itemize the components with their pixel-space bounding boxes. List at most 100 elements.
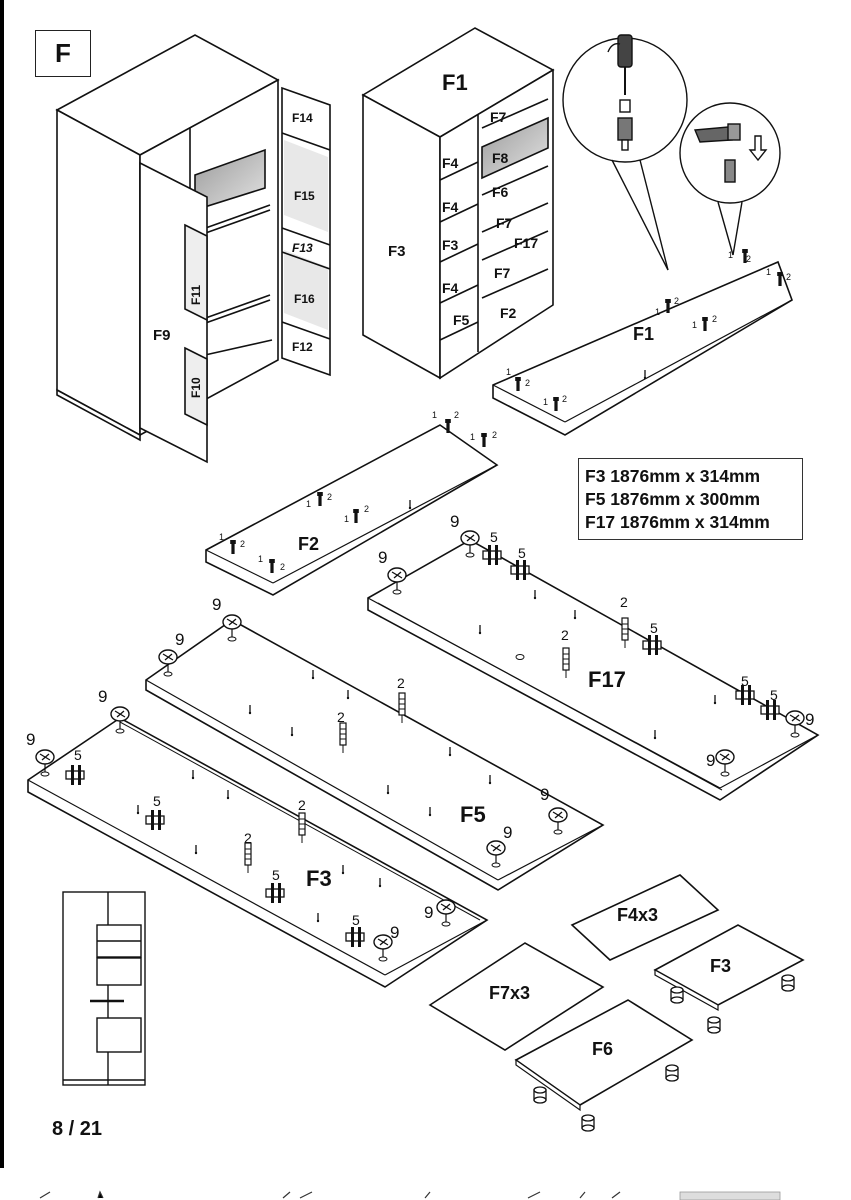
label-f11: F11 xyxy=(189,285,203,305)
panel-f3: F3 xyxy=(27,706,489,988)
label-f6: F6 xyxy=(592,1039,613,1059)
label-f3-panel: F3 xyxy=(306,866,332,891)
label-f8: F8 xyxy=(492,150,509,166)
panel-f6: F6 xyxy=(514,999,694,1132)
label-f7-b: F7 xyxy=(496,215,513,231)
page-number: 8 / 21 xyxy=(52,1118,103,1140)
callout-9: 9 xyxy=(378,548,387,567)
label-f9: F9 xyxy=(153,327,171,344)
callout-9: 9 xyxy=(805,710,814,729)
callout-2: 2 xyxy=(454,410,459,420)
label-f1-panel: F1 xyxy=(633,324,654,344)
panel-f17: F17 xyxy=(367,530,820,801)
callout-1: 1 xyxy=(219,532,224,542)
page-left-border xyxy=(0,0,4,1168)
label-f4-a: F4 xyxy=(442,155,459,171)
label-f12: F12 xyxy=(292,340,313,354)
callout-2: 2 xyxy=(620,594,628,610)
label-f3-cab: F3 xyxy=(442,237,459,253)
callout-2: 2 xyxy=(746,254,751,264)
callout-1: 1 xyxy=(258,554,263,564)
callout-5: 5 xyxy=(770,687,778,703)
label-f14: F14 xyxy=(292,111,313,125)
left-cabinet xyxy=(55,34,331,464)
callout-9: 9 xyxy=(424,903,433,922)
callout-9: 9 xyxy=(540,785,549,804)
callout-2: 2 xyxy=(337,709,345,725)
step-letter: F xyxy=(55,38,71,68)
label-f7-c: F7 xyxy=(494,265,511,281)
label-f6: F6 xyxy=(492,184,509,200)
callout-1: 1 xyxy=(306,499,311,509)
callout-1: 1 xyxy=(543,397,548,407)
label-f13: F13 xyxy=(292,241,313,255)
callout-2: 2 xyxy=(327,492,332,502)
callout-5: 5 xyxy=(153,793,161,809)
panel-f7x3: F7x3 xyxy=(428,942,605,1051)
callout-2: 2 xyxy=(786,272,791,282)
right-cabinet xyxy=(361,27,555,380)
callout-5: 5 xyxy=(650,620,658,636)
callout-2: 2 xyxy=(280,562,285,572)
callout-1: 1 xyxy=(344,514,349,524)
callout-9: 9 xyxy=(390,923,399,942)
finished-cabinet-thumbnail xyxy=(62,891,146,1086)
step-label: F xyxy=(35,30,91,77)
callout-2: 2 xyxy=(561,627,569,643)
callout-2: 2 xyxy=(492,430,497,440)
label-f10: F10 xyxy=(189,377,203,398)
callout-1: 1 xyxy=(692,320,697,330)
label-f2-panel: F2 xyxy=(298,534,319,554)
callout-9: 9 xyxy=(450,512,459,531)
panel-f4x3: F4x3 xyxy=(570,874,720,961)
label-f3-side: F3 xyxy=(388,243,406,260)
label-f3-small: F3 xyxy=(710,956,731,976)
callout-1: 1 xyxy=(432,410,437,420)
label-f4-b: F4 xyxy=(442,199,459,215)
callout-2: 2 xyxy=(712,314,717,324)
hardware-callouts: 1 2 1 2 1 2 1 2 1 2 1 2 1 2 1 2 1 2 1 2 … xyxy=(26,250,814,942)
callout-2: 2 xyxy=(244,830,252,846)
callout-9: 9 xyxy=(26,730,35,749)
callout-5: 5 xyxy=(352,912,360,928)
callout-9: 9 xyxy=(98,687,107,706)
dimensions-table: F3 1876mm x 314mm F5 1876mm x 300mm F17 … xyxy=(578,458,803,540)
callout-2: 2 xyxy=(240,539,245,549)
callout-2: 2 xyxy=(525,378,530,388)
callout-9: 9 xyxy=(503,823,512,842)
callout-9: 9 xyxy=(706,751,715,770)
dimension-row: F3 1876mm x 314mm xyxy=(585,466,761,486)
callout-2: 2 xyxy=(364,504,369,514)
callout-1: 1 xyxy=(728,250,733,260)
panel-f2: F2 xyxy=(205,419,499,596)
callout-1: 1 xyxy=(655,307,660,317)
callout-1: 1 xyxy=(766,267,771,277)
left-cabinet-labels: F14 F15 F13 F16 F12 F11 F10 F9 xyxy=(153,111,315,398)
callout-1: 1 xyxy=(506,367,511,377)
label-f1-top: F1 xyxy=(442,70,468,95)
label-f2-cab: F2 xyxy=(500,305,517,321)
label-f16: F16 xyxy=(294,292,315,306)
callout-2: 2 xyxy=(298,797,306,813)
callout-5: 5 xyxy=(490,529,498,545)
panel-f5: F5 xyxy=(145,614,605,891)
label-f5-panel: F5 xyxy=(460,802,486,827)
bottom-scan-strip xyxy=(39,1190,781,1200)
callout-2: 2 xyxy=(397,675,405,691)
dimension-row: F17 1876mm x 314mm xyxy=(585,512,770,532)
label-f7-a: F7 xyxy=(490,109,507,125)
panel-f3-small: F3 xyxy=(653,924,805,1034)
callout-5: 5 xyxy=(518,545,526,561)
callout-1: 1 xyxy=(470,432,475,442)
label-f7x3: F7x3 xyxy=(489,983,530,1003)
callout-2: 2 xyxy=(562,394,567,404)
detail-circles xyxy=(562,34,781,271)
panel-f1: F1 xyxy=(492,249,793,436)
callout-2: 2 xyxy=(674,296,679,306)
callout-5: 5 xyxy=(272,867,280,883)
dimension-row: F5 1876mm x 300mm xyxy=(585,489,761,509)
label-f15: F15 xyxy=(294,189,315,203)
right-cabinet-labels: F1 F3 F7 F8 F4 F6 F4 F7 F17 F3 F7 F4 F5 … xyxy=(388,70,538,328)
callout-9: 9 xyxy=(212,595,221,614)
